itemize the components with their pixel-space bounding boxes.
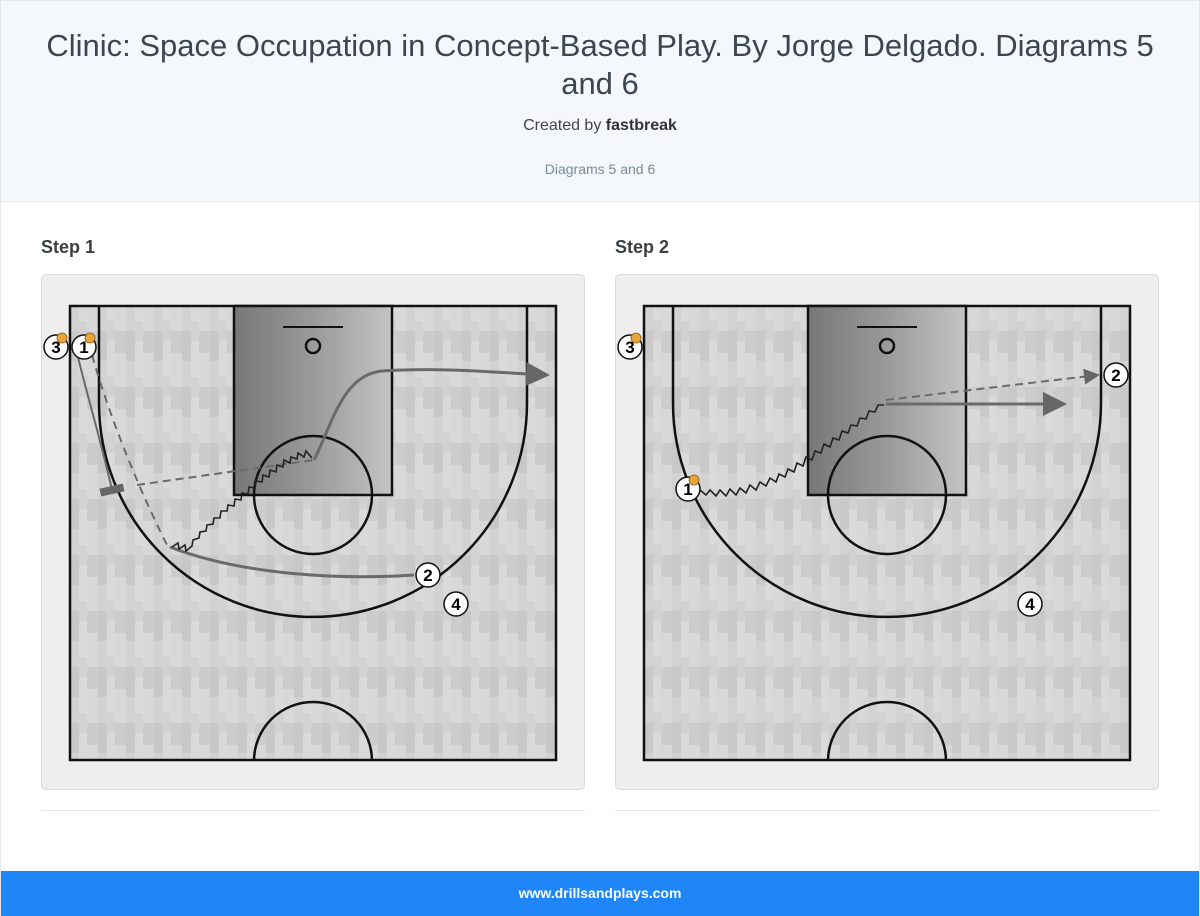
step-2-panel: Step 2	[615, 236, 1159, 811]
ball-icon	[688, 474, 700, 486]
page-header: Clinic: Space Occupation in Concept-Base…	[1, 1, 1199, 202]
player-4: 4	[443, 591, 469, 617]
step-1-label: Step 1	[41, 237, 96, 257]
player-1: 1	[675, 474, 701, 502]
ball-icon	[630, 332, 642, 344]
step-1-diagram: 3 1 2 4	[41, 274, 585, 790]
page-subtitle: Diagrams 5 and 6	[544, 161, 656, 177]
court-diagram-1: 3 1 2 4	[42, 275, 584, 789]
step-1-divider	[41, 810, 585, 811]
ball-icon	[56, 332, 68, 344]
created-by: Created by fastbreak	[1, 117, 1199, 135]
svg-text:1: 1	[79, 338, 88, 357]
player-1: 1	[71, 332, 97, 360]
svg-text:2: 2	[423, 566, 432, 585]
site-footer: www.drillsandplays.com	[1, 871, 1199, 916]
player-2: 2	[1103, 362, 1129, 388]
court-diagram-2: 3 1 2 4	[616, 275, 1158, 789]
step-1-panel: Step 1	[41, 236, 585, 811]
created-by-prefix: Created by	[523, 117, 602, 134]
ball-icon	[84, 332, 96, 344]
footer-site-link[interactable]: www.drillsandplays.com	[518, 885, 682, 901]
step-2-divider	[615, 810, 1159, 811]
svg-text:3: 3	[625, 338, 634, 357]
svg-text:1: 1	[683, 480, 692, 499]
author-link[interactable]: fastbreak	[605, 117, 677, 134]
svg-text:4: 4	[451, 595, 461, 614]
svg-text:3: 3	[51, 338, 60, 357]
player-3: 3	[617, 332, 643, 360]
page-title: Clinic: Space Occupation in Concept-Base…	[46, 28, 1154, 101]
court-lines	[68, 304, 558, 762]
player-3: 3	[43, 332, 69, 360]
player-4: 4	[1017, 591, 1043, 617]
play-paths	[76, 352, 550, 579]
step-2-diagram: 3 1 2 4	[615, 274, 1159, 790]
svg-text:4: 4	[1025, 595, 1035, 614]
step-2-label: Step 2	[615, 237, 670, 257]
svg-text:2: 2	[1111, 366, 1120, 385]
play-paths	[699, 368, 1100, 498]
player-2: 2	[415, 562, 441, 588]
